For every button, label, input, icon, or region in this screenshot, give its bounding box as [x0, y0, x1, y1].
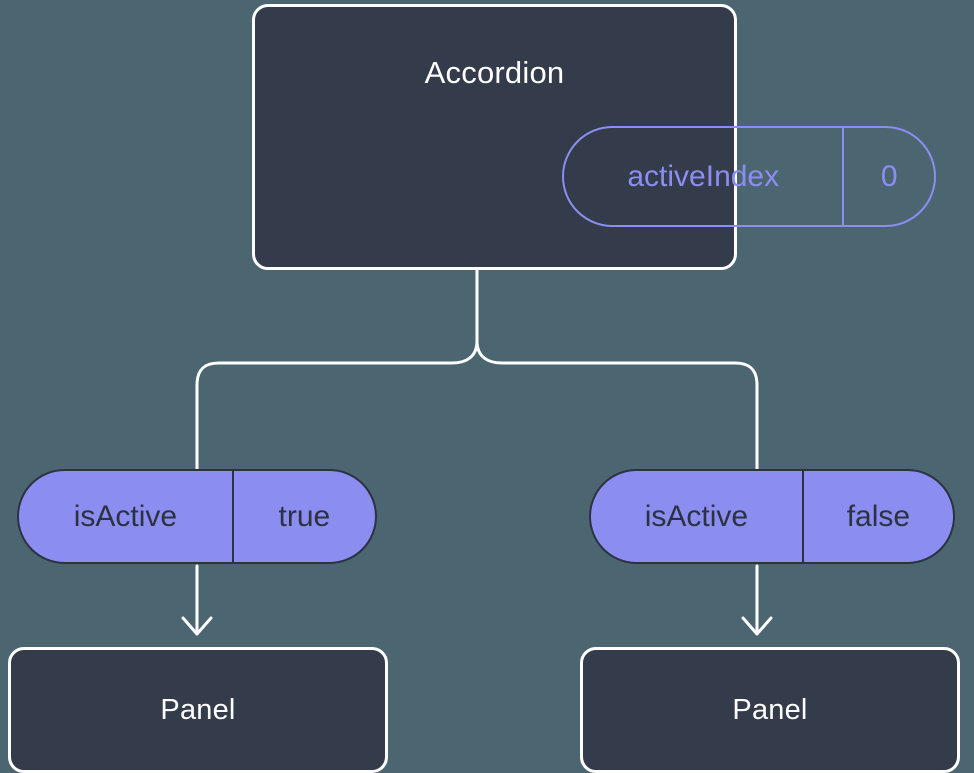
left-arrow-head-icon [181, 616, 213, 636]
panel-title: Panel [732, 694, 808, 726]
accordion-component-card[interactable]: Accordion activeIndex 0 [252, 4, 936, 270]
prop-pill-isactive-false[interactable]: isActive false [589, 469, 955, 564]
prop-pill-value: true [231, 471, 375, 562]
panel-component-card-right[interactable]: Panel [580, 647, 960, 773]
panel-component-card-left[interactable]: Panel [8, 647, 388, 773]
prop-pill-isactive-true[interactable]: isActive true [17, 469, 377, 564]
state-pill-value: 0 [842, 128, 934, 225]
prop-pill-key: isActive [73, 499, 178, 533]
fork-connector-right [475, 339, 759, 472]
prop-pill-key: isActive [644, 499, 749, 533]
right-arrow-head-icon [741, 616, 773, 636]
fork-connector [195, 266, 479, 472]
panel-title: Panel [160, 694, 236, 726]
prop-pill-value: false [801, 471, 953, 562]
state-pill-key: activeIndex [627, 159, 780, 193]
accordion-title: Accordion [424, 55, 565, 90]
state-pill-activeindex[interactable]: activeIndex 0 [562, 126, 936, 227]
